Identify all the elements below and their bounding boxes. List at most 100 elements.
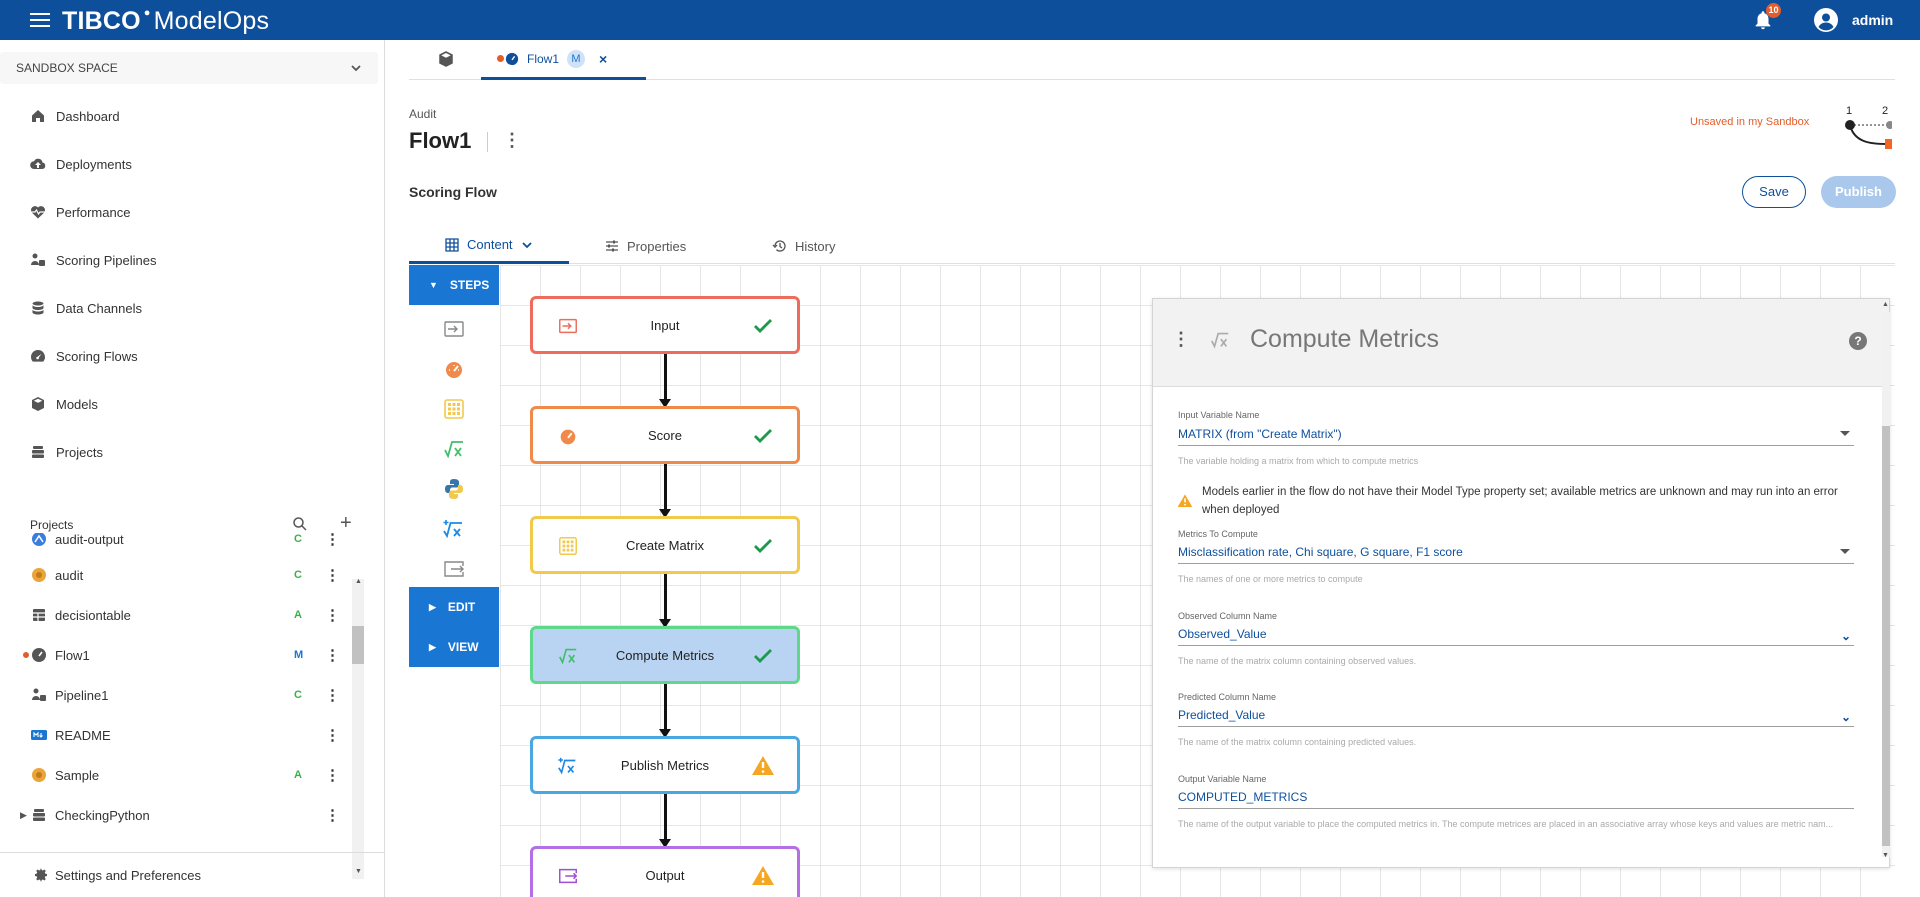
output-variable-input[interactable]: COMPUTED_METRICS: [1178, 787, 1854, 809]
project-row[interactable]: Pipeline1 C ⋮: [0, 675, 364, 715]
scroll-up-icon[interactable]: ▲: [1882, 301, 1889, 308]
predicted-column-select[interactable]: Predicted_Value ⌄: [1178, 705, 1854, 727]
flow-node-compute-metrics[interactable]: Compute Metrics: [530, 626, 800, 684]
chevron-down-icon: ⌄: [1841, 626, 1851, 646]
project-menu-icon[interactable]: ⋮: [325, 726, 335, 744]
view-section-toggle[interactable]: ▶VIEW: [409, 627, 499, 667]
flow-node-output[interactable]: Output: [530, 846, 800, 897]
hamburger-menu-icon[interactable]: [30, 13, 50, 27]
nav-scoring-pipelines[interactable]: Scoring Pipelines: [30, 248, 156, 272]
project-name: Flow1: [55, 648, 90, 663]
nav-performance[interactable]: Performance: [30, 200, 130, 224]
steps-section-toggle[interactable]: ▼STEPS: [409, 265, 499, 305]
pipeline-icon: [30, 252, 46, 268]
version-graph: 1 2: [1840, 102, 1892, 152]
observed-column-label: Observed Column Name: [1178, 611, 1277, 621]
check-icon: [751, 644, 775, 668]
metrics-select[interactable]: Misclassification rate, Chi square, G sq…: [1178, 542, 1854, 564]
publish-button[interactable]: Publish: [1821, 176, 1896, 208]
python-step-icon[interactable]: [442, 477, 466, 501]
projects-scrollbar-thumb[interactable]: [352, 626, 364, 664]
create-matrix-step-icon[interactable]: [442, 397, 466, 421]
dropdown-arrow-icon: [1840, 431, 1850, 436]
nav-deployments[interactable]: Deployments: [30, 152, 132, 176]
project-menu-icon[interactable]: ⋮: [325, 533, 335, 548]
nav-scoring-flows[interactable]: Scoring Flows: [30, 344, 138, 368]
panel-scrollbar-thumb[interactable]: [1882, 426, 1890, 846]
search-icon[interactable]: [292, 516, 308, 532]
edit-section-toggle[interactable]: ▶EDIT: [409, 587, 499, 627]
close-tab-icon[interactable]: ×: [599, 51, 607, 67]
project-row[interactable]: decisiontable A ⋮: [0, 595, 364, 635]
publish-metrics-step-icon[interactable]: [442, 517, 466, 541]
project-name: audit: [55, 568, 83, 583]
predicted-column-value: Predicted_Value: [1178, 708, 1265, 722]
tab-history[interactable]: History: [772, 228, 835, 264]
version-node[interactable]: [1886, 121, 1892, 129]
brand-mark-icon: ●: [144, 7, 151, 19]
expand-caret-icon[interactable]: ▶: [20, 810, 27, 821]
project-row[interactable]: Flow1 M ⋮: [0, 635, 364, 675]
version-label: 1: [1846, 105, 1852, 117]
cube-icon[interactable]: [437, 50, 455, 68]
flow-node-publish-metrics[interactable]: Publish Metrics: [530, 736, 800, 794]
project-row[interactable]: audit C ⋮: [0, 555, 364, 595]
input-variable-select[interactable]: MATRIX (from "Create Matrix"): [1178, 424, 1854, 446]
observed-column-value: Observed_Value: [1178, 627, 1267, 641]
dropdown-arrow-icon: [1840, 549, 1850, 554]
output-step-icon[interactable]: [442, 557, 466, 581]
project-row[interactable]: ▶ CheckingPython ⋮: [0, 795, 364, 835]
warning-text: Models earlier in the flow do not have t…: [1202, 483, 1866, 519]
flow-node-create-matrix[interactable]: Create Matrix: [530, 516, 800, 574]
nav-label: Models: [56, 397, 98, 412]
scroll-up-icon[interactable]: ▲: [355, 578, 362, 585]
sandbox-version-node[interactable]: [1885, 139, 1892, 149]
tab-properties[interactable]: Properties: [604, 228, 686, 264]
unsaved-dot: [23, 652, 29, 658]
tab-content[interactable]: Content: [409, 228, 569, 264]
user-menu[interactable]: admin: [1814, 8, 1893, 32]
flow-node-score[interactable]: Score: [530, 406, 800, 464]
heart-pulse-icon: [30, 204, 46, 220]
space-selector[interactable]: SANDBOX SPACE: [0, 52, 378, 84]
project-menu-icon[interactable]: ⋮: [325, 766, 335, 784]
cloud-upload-icon: [30, 156, 46, 172]
flow-node-input[interactable]: Input: [530, 296, 800, 354]
panel-menu-icon[interactable]: ⋮: [1172, 329, 1190, 350]
project-menu-icon[interactable]: ⋮: [325, 806, 335, 824]
product-name: ModelOps: [154, 7, 270, 35]
page-actions-menu-icon[interactable]: ⋮: [503, 130, 521, 151]
settings-and-preferences[interactable]: Settings and Preferences: [0, 852, 384, 897]
nav-dashboard[interactable]: Dashboard: [30, 104, 120, 128]
cube-icon: [30, 396, 46, 412]
nav-label: Performance: [56, 205, 130, 220]
nav-label: Scoring Flows: [56, 349, 138, 364]
help-icon[interactable]: ?: [1849, 332, 1867, 350]
project-row[interactable]: README ⋮: [0, 715, 364, 755]
input-step-icon[interactable]: [442, 317, 466, 341]
project-name: Pipeline1: [55, 688, 109, 703]
nav-projects[interactable]: Projects: [30, 440, 103, 464]
add-project-icon[interactable]: +: [340, 514, 352, 532]
breadcrumb[interactable]: Audit: [409, 107, 436, 121]
projects-scrollbar-track[interactable]: [352, 579, 364, 879]
nav-models[interactable]: Models: [30, 392, 98, 416]
project-menu-icon[interactable]: ⋮: [325, 646, 335, 664]
projects-list[interactable]: audit-output C ⋮ audit C ⋮ decisiontable…: [0, 533, 364, 841]
database-icon: [30, 300, 46, 316]
project-menu-icon[interactable]: ⋮: [325, 686, 335, 704]
nav-data-channels[interactable]: Data Channels: [30, 296, 142, 320]
brand-name: TIBCO: [62, 7, 141, 35]
project-name: Sample: [55, 768, 99, 783]
save-button[interactable]: Save: [1742, 176, 1806, 208]
project-row[interactable]: Sample A ⋮: [0, 755, 364, 795]
project-menu-icon[interactable]: ⋮: [325, 606, 335, 624]
observed-column-select[interactable]: Observed_Value ⌄: [1178, 624, 1854, 646]
score-step-icon[interactable]: [442, 357, 466, 381]
pipeline-icon: [31, 687, 47, 703]
project-menu-icon[interactable]: ⋮: [325, 566, 335, 584]
check-icon: [751, 314, 775, 338]
scroll-down-icon[interactable]: ▼: [1882, 852, 1889, 859]
tab-flow1[interactable]: Flow1 M ×: [481, 40, 646, 80]
compute-metrics-step-icon[interactable]: [442, 437, 466, 461]
